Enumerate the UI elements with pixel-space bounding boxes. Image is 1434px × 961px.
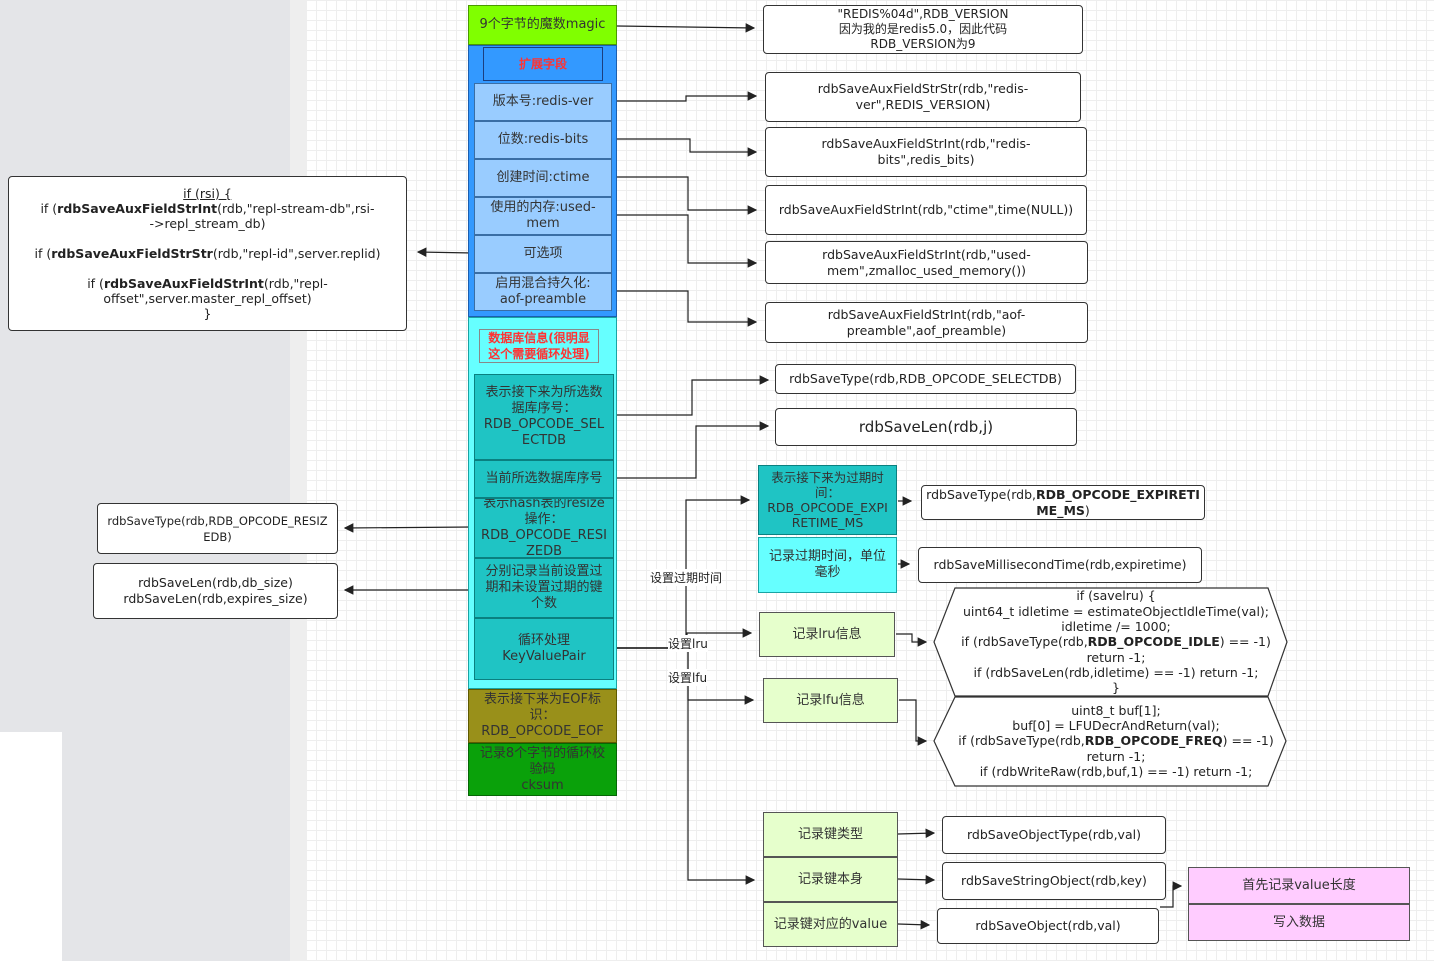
lfu-code: uint8_t buf[1]; buf[0] = LFUDecrAndRetur… <box>950 700 1282 782</box>
code-line: if (rdbSaveType(rdb,RDB_OPCODE_FREQ) == … <box>958 733 1274 749</box>
record-value-note[interactable]: rdbSaveObject(rdb,val) <box>937 908 1159 944</box>
edge-label-lru: 设置lru <box>668 635 708 652</box>
record-type-note[interactable]: rdbSaveObjectType(rdb,val) <box>942 816 1166 854</box>
code-line: buf[0] = LFUDecrAndReturn(val); <box>1012 718 1220 734</box>
db-note-selectdb[interactable]: rdbSaveType(rdb,RDB_OPCODE_SELECTDB) <box>775 364 1076 394</box>
edge-ctime <box>612 176 758 215</box>
code-line: return -1; <box>1086 748 1146 764</box>
db-note-resizedb[interactable]: rdbSaveType(rdb,RDB_OPCODE_RESIZ EDB) <box>97 503 338 554</box>
rsi-line: if (rsi) { <box>183 186 232 201</box>
record-key-note[interactable]: rdbSaveStringObject(rdb,key) <box>942 862 1166 900</box>
code-line: idletime /= 1000; <box>1061 619 1171 635</box>
edge-lfu-code <box>899 699 928 746</box>
aux-item-optional[interactable]: 可选项 <box>474 235 612 273</box>
record-value-box[interactable]: 记录键对应的value <box>763 902 898 947</box>
edge-ver <box>612 91 758 102</box>
edge-selectdb <box>612 375 770 416</box>
db-item-selectdb[interactable]: 表示接下来为所选数 据库序号： RDB_OPCODE_SEL ECTDB <box>474 374 614 460</box>
db-item-resizedb[interactable]: 表示hash表的resize 操作： RDB_OPCODE_RESI ZEDB <box>474 498 614 558</box>
code-line: if (rdbSaveType(rdb,RDB_OPCODE_IDLE) == … <box>961 634 1271 650</box>
edge-key-code <box>897 874 936 885</box>
aux-title: 扩展字段 <box>483 47 603 81</box>
edge-label-lfu: 设置lfu <box>668 669 708 686</box>
aux-note-aof[interactable]: rdbSaveAuxFieldStrInt(rdb,"aof- preamble… <box>765 302 1088 343</box>
aux-item-redis-ver[interactable]: 版本号:redis-ver <box>474 83 612 121</box>
aux-item-aof-preamble[interactable]: 启用混合持久化: aof-preamble <box>474 273 612 311</box>
edge-resize <box>343 523 474 533</box>
edge-val-code <box>897 919 931 930</box>
aux-note-rsi[interactable]: if (rsi) { if (rdbSaveAuxFieldStrInt(rdb… <box>8 176 407 331</box>
rsi-line: ->repl_stream_db) <box>149 216 266 231</box>
code-line: uint8_t buf[1]; <box>1071 702 1161 718</box>
aux-item-used-mem[interactable]: 使用的内存:used- mem <box>474 197 612 235</box>
lfu-box[interactable]: 记录lfu信息 <box>763 678 898 723</box>
db-note-dbnum[interactable]: rdbSaveLen(rdb,j) <box>775 408 1077 446</box>
aux-note-ctime[interactable]: rdbSaveAuxFieldStrInt(rdb,"ctime",time(N… <box>765 185 1087 235</box>
code-line: if (savelru) { <box>1076 588 1156 604</box>
edge-magic <box>616 23 756 33</box>
edge-optional <box>416 247 474 257</box>
rsi-line: offset",server.master_repl_offset) <box>103 291 312 306</box>
db-item-current-db[interactable]: 当前所选数据库序号 <box>474 460 614 498</box>
db-note-sizes[interactable]: rdbSaveLen(rdb,db_size) rdbSaveLen(rdb,e… <box>93 563 338 619</box>
eof-box[interactable]: 表示接下来为EOF标 识： RDB_OPCODE_EOF <box>468 689 617 743</box>
magic-box[interactable]: 9个字节的魔数magic <box>468 5 617 45</box>
rsi-line: if (rdbSaveAuxFieldStrInt(rdb,"repl- <box>87 276 328 291</box>
record-type-box[interactable]: 记录键类型 <box>763 812 898 857</box>
expire-time-note[interactable]: rdbSaveMillisecondTime(rdb,expiretime) <box>918 547 1202 583</box>
expire-time-box[interactable]: 记录过期时间，单位 毫秒 <box>758 537 897 593</box>
aux-note-used-mem[interactable]: rdbSaveAuxFieldStrInt(rdb,"used- mem",zm… <box>765 241 1088 284</box>
db-item-kv-loop[interactable]: 循环处理 KeyValuePair <box>474 618 614 680</box>
aux-note-ver[interactable]: rdbSaveAuxFieldStrStr(rdb,"redis- ver",R… <box>765 72 1081 122</box>
rsi-line: if (rdbSaveAuxFieldStrInt(rdb,"repl-stre… <box>40 201 375 216</box>
cksum-box[interactable]: 记录8个字节的循环校 验码 cksum <box>468 743 617 796</box>
code-line: if (rdbSaveLen(rdb,idletime) == -1) retu… <box>973 664 1259 680</box>
edge-type-code <box>897 828 936 839</box>
aux-item-ctime[interactable]: 创建时间:ctime <box>474 159 612 197</box>
edge-kv-value <box>614 647 756 885</box>
edge-usedmem <box>612 214 758 268</box>
edge-dbnum <box>612 421 770 479</box>
aux-item-redis-bits[interactable]: 位数:redis-bits <box>474 121 612 159</box>
code-line: uint64_t idletime = estimateObjectIdleTi… <box>962 603 1270 619</box>
edge-val-len <box>1160 881 1183 908</box>
edge-label-expire: 设置过期时间 <box>650 569 723 586</box>
value-length-box[interactable]: 首先记录value长度 <box>1188 867 1410 904</box>
edge-lru-code <box>896 633 928 647</box>
code-line: } <box>1112 680 1120 696</box>
aux-note-bits[interactable]: rdbSaveAuxFieldStrInt(rdb,"redis- bits",… <box>765 127 1087 177</box>
expire-type-note[interactable]: rdbSaveType(rdb,RDB_OPCODE_EXPIRETI ME_M… <box>921 485 1205 520</box>
left-blank-area <box>0 732 62 961</box>
expire-type-box[interactable]: 表示接下来为过期时 间： RDB_OPCODE_EXPI RETIME_MS <box>758 465 897 535</box>
lru-box[interactable]: 记录lru信息 <box>759 612 895 657</box>
edge-bits <box>612 138 758 157</box>
code-line: return -1; <box>1086 649 1146 665</box>
edge-aof <box>612 290 758 327</box>
db-title: 数据库信息(很明显 这个需要循环处理) <box>479 329 599 363</box>
value-write-box[interactable]: 写入数据 <box>1188 904 1410 941</box>
expire-type-note-text: rdbSaveType(rdb,RDB_OPCODE_EXPIRETI ME_M… <box>926 486 1200 518</box>
lru-code: if (savelru) { uint64_t idletime = estim… <box>950 588 1282 696</box>
code-line: if (rdbWriteRaw(rdb,buf,1) == -1) return… <box>979 763 1253 779</box>
rsi-line: if (rdbSaveAuxFieldStrStr(rdb,"repl-id",… <box>34 246 381 261</box>
record-key-box[interactable]: 记录键本身 <box>763 857 898 902</box>
rsi-line: } <box>203 306 212 321</box>
db-item-key-counts[interactable]: 分别记录当前设置过 期和未设置过期的键 个数 <box>474 558 614 618</box>
magic-note[interactable]: "REDIS%04d",RDB_VERSION 因为我的是redis5.0，因此… <box>763 5 1083 54</box>
